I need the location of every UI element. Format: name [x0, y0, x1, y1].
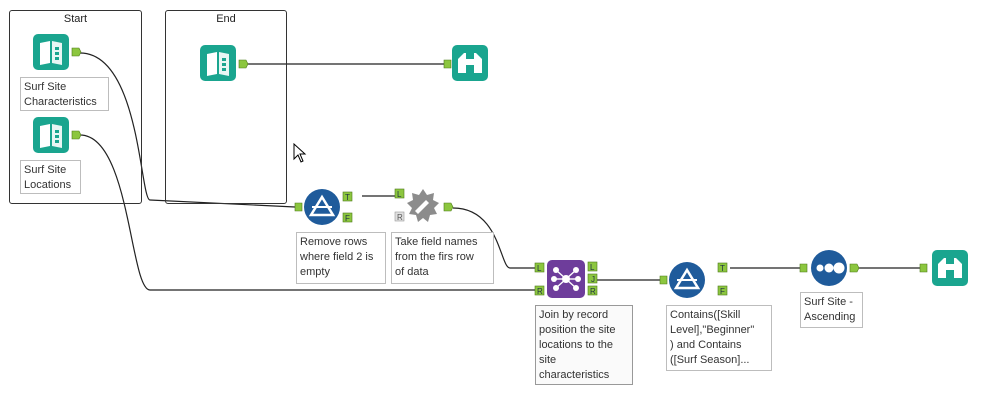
left-output-anchor[interactable] [587, 261, 598, 272]
left-output-label: L [590, 263, 595, 272]
left-input-anchor[interactable] [534, 262, 545, 273]
annotation-filter-empty: Remove rows where field 2 is empty [296, 232, 386, 284]
annotation-dynamic-rename: Take field names from the firs row of da… [391, 232, 494, 284]
true-anchor[interactable] [717, 262, 728, 273]
annotation-join: Join by record position the site locatio… [535, 305, 633, 385]
join-output-anchor[interactable] [587, 273, 598, 284]
false-anchor[interactable] [342, 212, 353, 223]
tool-filter-contains[interactable]: T F [659, 262, 728, 298]
tool-input-locations[interactable] [33, 117, 82, 153]
true-anchor-label: T [720, 264, 725, 273]
tool-browse-final[interactable] [919, 250, 968, 286]
tool-join[interactable]: L R L J R [534, 260, 598, 298]
input-anchor[interactable] [919, 263, 928, 273]
left-input-anchor[interactable] [394, 188, 405, 199]
mouse-cursor-icon [293, 143, 307, 163]
tool-sort[interactable] [799, 250, 860, 286]
false-anchor-label: F [345, 214, 350, 223]
input-anchor[interactable] [799, 263, 808, 273]
annotation-filter-contains: Contains([Skill Level],"Beginner" ) and … [666, 305, 772, 371]
output-anchor[interactable] [443, 202, 454, 212]
annotation-sort: Surf Site - Ascending [800, 292, 863, 328]
right-output-anchor[interactable] [587, 285, 598, 296]
true-anchor[interactable] [342, 191, 353, 202]
tool-browse-end[interactable] [443, 45, 488, 81]
annotation-input-characteristics: Surf Site Characteristics [20, 77, 109, 111]
false-anchor[interactable] [717, 285, 728, 296]
input-anchor[interactable] [443, 59, 452, 69]
left-anchor-label: L [397, 190, 402, 199]
output-anchor[interactable] [71, 130, 82, 140]
tool-input-end[interactable] [200, 45, 249, 81]
input-anchor[interactable] [294, 202, 303, 212]
right-input-label: R [537, 287, 543, 296]
tool-dynamic-rename[interactable]: L R [394, 188, 454, 222]
connection-characteristics-to-filter[interactable] [79, 52, 296, 208]
container-end[interactable]: End [165, 10, 287, 204]
right-input-anchor[interactable] [394, 211, 405, 222]
output-anchor[interactable] [849, 263, 860, 273]
container-title: End [216, 13, 236, 25]
input-anchor[interactable] [659, 275, 668, 285]
false-anchor-label: F [720, 287, 725, 296]
connection-rename-to-join[interactable] [452, 207, 535, 269]
right-input-anchor[interactable] [534, 285, 545, 296]
container-title: Start [63, 13, 88, 25]
connection-locations-to-join[interactable] [79, 134, 535, 291]
join-output-label: J [591, 275, 595, 284]
tool-input-characteristics[interactable] [33, 34, 82, 70]
left-input-label: L [537, 264, 542, 273]
right-output-label: R [590, 287, 596, 296]
container-start[interactable]: Start [9, 10, 142, 204]
annotation-input-locations: Surf Site Locations [20, 160, 81, 194]
output-anchor[interactable] [238, 59, 249, 69]
tool-filter-empty[interactable]: T F [294, 189, 353, 225]
connections [79, 52, 920, 291]
output-anchor[interactable] [71, 47, 82, 57]
true-anchor-label: T [345, 193, 350, 202]
right-anchor-label: R [397, 213, 403, 222]
